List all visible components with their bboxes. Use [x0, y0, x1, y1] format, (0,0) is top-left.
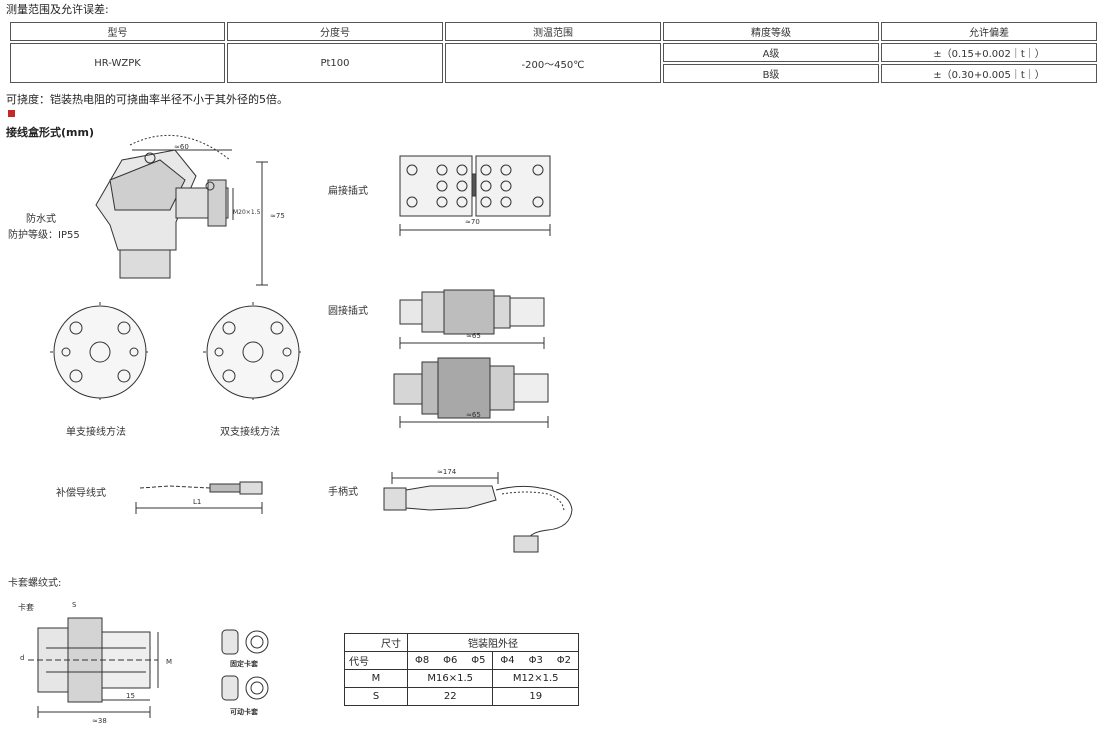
index-cell: Pt100 — [227, 43, 443, 83]
grade-b-cell: B级 — [663, 64, 879, 83]
dim-15: 15 — [126, 692, 135, 700]
flex-note: 可挠度：铠装热电阻的可挠曲率半径不小于其外径的5倍。 — [6, 93, 288, 106]
dim-65a: ≈65 — [466, 332, 481, 340]
dia-code-header: 代号 — [344, 651, 408, 670]
col-tolerance: 允许偏差 — [881, 22, 1097, 41]
col-grade: 精度等级 — [663, 22, 879, 41]
dia-m-label: M — [344, 669, 408, 688]
round-plug-label: 圆接插式 — [328, 306, 368, 317]
dim-65b: ≈65 — [466, 411, 481, 419]
section-title: 接线盒形式(mm) — [6, 126, 94, 139]
movable-ferrule-label: 可动卡套 — [230, 707, 259, 716]
dim-75: ≈75 — [270, 212, 285, 220]
handle-drawing — [383, 472, 573, 553]
col-model: 型号 — [10, 22, 225, 41]
dia-s-val-2: 19 — [492, 687, 579, 706]
tolerance-a-cell: ±（0.15+0.002｜t｜） — [881, 43, 1097, 62]
ferrule-fitting-drawing — [28, 617, 159, 718]
dim-m20: M20×1.5 — [233, 209, 261, 216]
ferrule-parts-drawing — [221, 629, 269, 701]
waterproof-label: 防水式 — [26, 214, 56, 225]
dim-d: d — [20, 654, 24, 662]
double-wiring-drawing — [203, 302, 303, 402]
dim-60: ≈60 — [174, 143, 189, 151]
dim-l1: L1 — [193, 498, 201, 506]
diameter-table: 尺寸 铠装阻外径 代号 Φ8 Φ6 Φ5 Φ4 Φ3 Φ2 M M16×1.5 … — [344, 633, 579, 706]
ferrule-thread-label: 卡套螺纹式: — [8, 578, 62, 589]
dia-phi2: Φ2 — [549, 651, 579, 670]
single-wiring-label: 单支接线方法 — [66, 427, 126, 438]
handle-label: 手柄式 — [328, 487, 358, 498]
red-bullet-icon — [8, 110, 15, 117]
round-plug-drawing-1 — [399, 289, 545, 349]
dia-phi8: Φ8 — [407, 651, 437, 670]
dia-phi4: Φ4 — [492, 651, 522, 670]
dim-70: ≈70 — [465, 218, 480, 226]
dia-m-val-2: M12×1.5 — [492, 669, 579, 688]
protection-label: 防护等级：IP55 — [8, 230, 80, 241]
col-range: 测温范围 — [445, 22, 661, 41]
flat-plug-drawing — [399, 155, 551, 236]
range-cell: -200～450℃ — [445, 43, 661, 83]
tolerance-b-cell: ±（0.30+0.005｜t｜） — [881, 64, 1097, 83]
round-plug-drawing-2 — [393, 357, 549, 428]
waterproof-box-drawing — [95, 134, 268, 286]
dim-174: ≈174 — [437, 468, 457, 476]
dia-s-label: S — [344, 687, 408, 706]
ferrule-label: 卡套 — [18, 602, 34, 612]
dia-phi5: Φ5 — [464, 651, 494, 670]
range-title: 测量范围及允许误差: — [6, 3, 109, 16]
dim-38: ≈38 — [92, 717, 107, 725]
spec-table: 型号 分度号 测温范围 精度等级 允许偏差 HR-WZPK Pt100 -200… — [8, 20, 1099, 85]
dia-phi3: Φ3 — [521, 651, 550, 670]
comp-wire-drawing — [135, 481, 263, 514]
spec-header-row: 型号 分度号 测温范围 精度等级 允许偏差 — [10, 22, 1097, 41]
dia-group-header: 铠装阻外径 — [407, 633, 579, 652]
dia-phi6: Φ6 — [436, 651, 465, 670]
col-index: 分度号 — [227, 22, 443, 41]
fixed-ferrule-label: 固定卡套 — [230, 659, 259, 668]
grade-a-cell: A级 — [663, 43, 879, 62]
model-cell: HR-WZPK — [10, 43, 225, 83]
spec-row-b: B级 ±（0.30+0.005｜t｜） — [10, 64, 1097, 83]
dia-size-header: 尺寸 — [344, 633, 408, 652]
double-wiring-label: 双支接线方法 — [220, 427, 280, 438]
dia-m-val-1: M16×1.5 — [406, 669, 494, 688]
single-wiring-drawing — [50, 302, 150, 402]
spec-row-a: HR-WZPK Pt100 -200～450℃ A级 ±（0.15+0.002｜… — [10, 43, 1097, 83]
dim-m: M — [166, 658, 172, 666]
comp-wire-label: 补偿导线式 — [56, 488, 106, 499]
flat-plug-label: 扁接插式 — [328, 186, 368, 197]
dim-s: S — [72, 601, 77, 609]
dia-s-val-1: 22 — [406, 687, 494, 706]
